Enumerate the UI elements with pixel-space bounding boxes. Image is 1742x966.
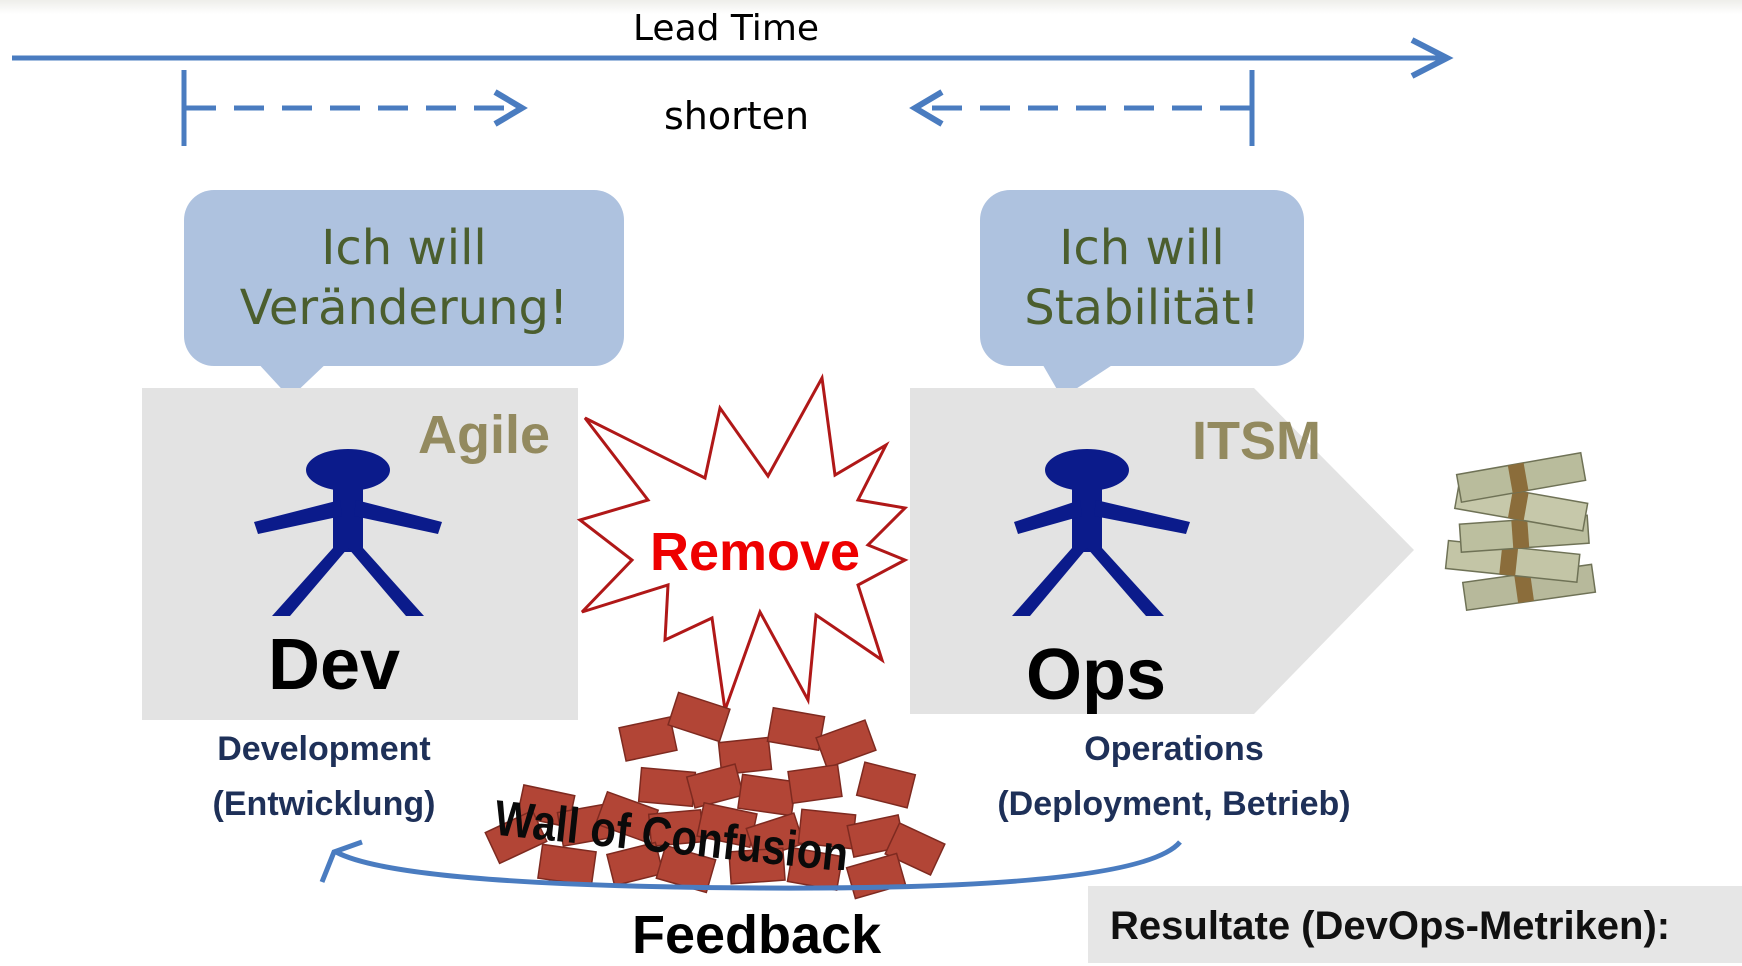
- dev-role-label: Dev: [268, 625, 401, 705]
- shorten-arrow-right: [909, 70, 1255, 146]
- results-box: Resultate (DevOps-Metriken):: [1088, 886, 1742, 963]
- brick-wall-icon: [484, 691, 946, 900]
- remove-burst: [576, 373, 909, 711]
- wall-label-text: Wall of Confusion: [492, 790, 851, 870]
- remove-label: Remove: [650, 522, 861, 582]
- person-icon: [1012, 449, 1190, 616]
- ops-speech-bubble: Ich will Stabilität!: [980, 190, 1304, 366]
- wall-of-confusion-label: Wall of Confusion: [486, 780, 1006, 883]
- dev-caption-line2: (Entwicklung): [212, 785, 436, 823]
- wall-label-art: Wall of Confusion: [492, 790, 851, 883]
- ops-role-label: Ops: [1026, 635, 1167, 715]
- person-icon: [254, 449, 442, 616]
- dev-caption: Development (Entwicklung): [204, 722, 444, 832]
- feedback-label: Feedback: [632, 905, 882, 965]
- ops-chevron: [910, 388, 1414, 714]
- dev-method-label: Agile: [418, 405, 551, 465]
- lead-time-arrow: [12, 37, 1454, 79]
- ops-caption-line2: (Deployment, Betrieb): [997, 785, 1351, 823]
- feedback-arrow: [319, 839, 1182, 891]
- dev-bubble-line1: Ich will: [321, 220, 487, 276]
- results-title: Resultate (DevOps-Metriken):: [1110, 904, 1671, 948]
- ops-caption: Operations (Deployment, Betrieb): [984, 722, 1364, 832]
- shorten-label: shorten: [664, 94, 810, 138]
- dev-caption-line1: Development: [217, 730, 431, 768]
- ops-method-label: ITSM: [1192, 411, 1321, 471]
- ops-bubble-line2: Stabilität!: [1024, 280, 1260, 336]
- dev-bubble-line2: Veränderung!: [239, 280, 569, 336]
- dev-speech-bubble: Ich will Veränderung!: [184, 190, 624, 366]
- shorten-arrow-left: [181, 70, 528, 146]
- lead-time-label: Lead Time: [633, 8, 820, 49]
- money-stack-icon: [1444, 451, 1597, 612]
- ops-bubble-line1: Ich will: [1059, 220, 1225, 276]
- top-fade: [0, 0, 1742, 14]
- dev-bubble-tail: [255, 360, 330, 398]
- ops-caption-line1: Operations: [1084, 730, 1264, 768]
